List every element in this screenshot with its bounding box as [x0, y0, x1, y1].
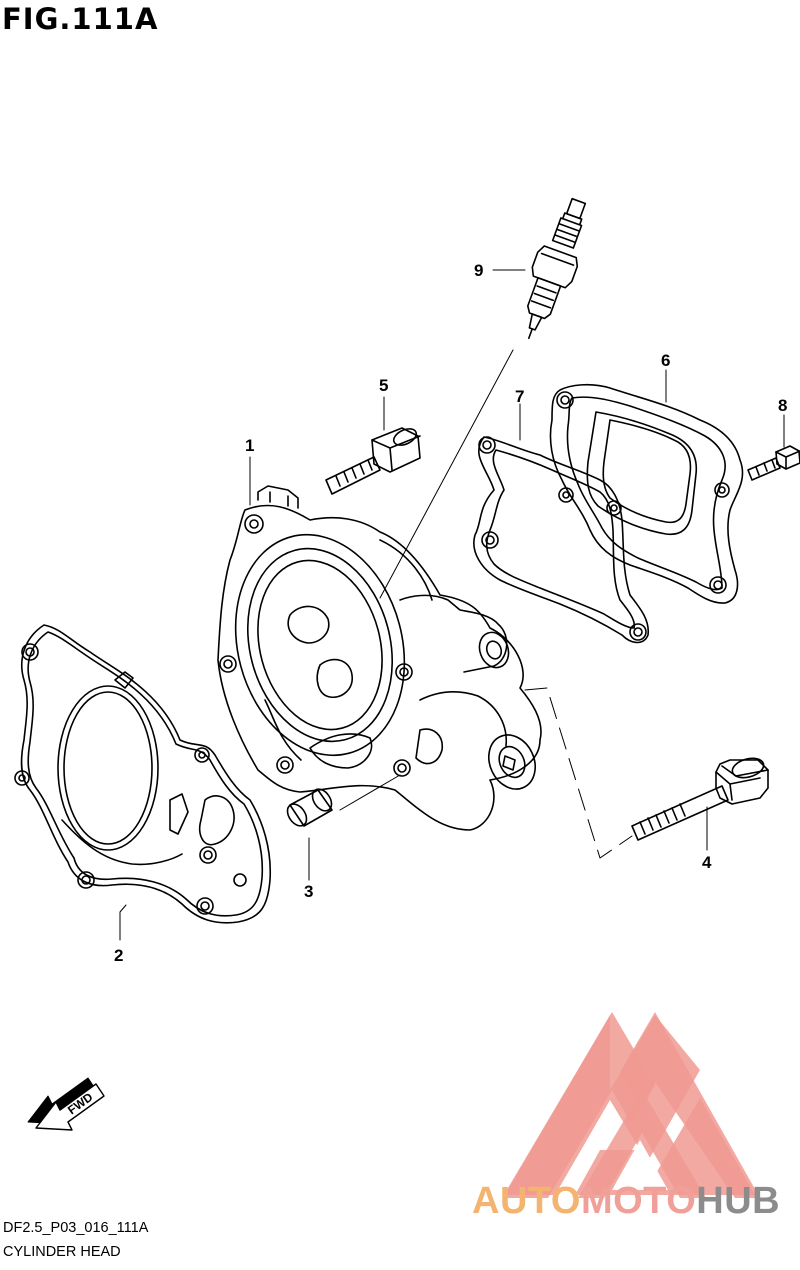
watermark-auto: AUTO: [472, 1180, 581, 1222]
part-number-6: 6: [661, 351, 670, 370]
fwd-arrow-icon: [27, 1077, 105, 1131]
part-number-1: 1: [245, 436, 254, 455]
part-number-8: 8: [778, 396, 787, 415]
part-number-labels: 1 2 3 4 5 6 7 8 9: [114, 261, 787, 965]
part-number-2: 2: [114, 946, 123, 965]
watermark-moto: MOTO: [580, 1180, 697, 1222]
part-number-5: 5: [379, 376, 388, 395]
cover: [549, 383, 744, 604]
leader-lines: [119, 269, 785, 941]
part-number-4: 4: [702, 853, 712, 872]
long-bolt: [631, 757, 769, 841]
bolt: [325, 427, 421, 495]
diagram-code: DF2.5_P03_016_111A: [3, 1220, 149, 1236]
watermark-hub: HUB: [696, 1180, 781, 1222]
watermark-logo: [502, 1012, 760, 1198]
figure-title: FIG.111A: [2, 2, 159, 36]
dowel-pin: [286, 788, 333, 827]
cylinder-head-gasket: [14, 624, 272, 924]
part-number-7: 7: [515, 387, 524, 406]
diagram-name: CYLINDER HEAD: [3, 1244, 121, 1260]
cover-gasket: [473, 436, 650, 644]
part-number-3: 3: [304, 882, 313, 901]
part-number-9: 9: [474, 261, 483, 280]
cylinder-head: [217, 485, 542, 831]
spark-plug: [526, 197, 587, 340]
small-bolt: [747, 445, 800, 481]
watermark-brand-text: AUTOMOTOHUB: [472, 1180, 780, 1223]
